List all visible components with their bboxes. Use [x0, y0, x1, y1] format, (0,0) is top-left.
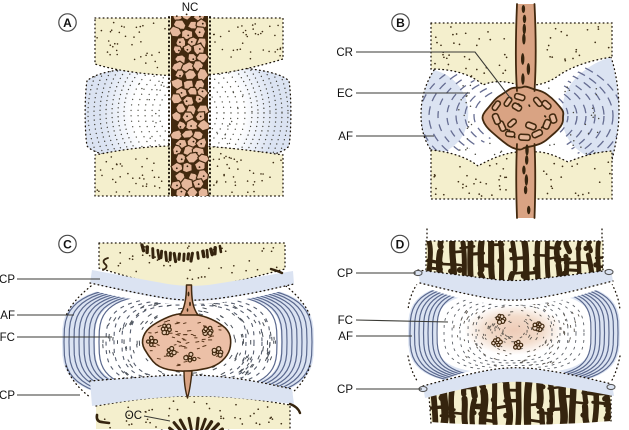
svg-text:OC: OC	[125, 410, 142, 422]
svg-text:CP: CP	[0, 390, 15, 402]
svg-text:CP: CP	[337, 268, 353, 280]
svg-text:B: B	[396, 16, 405, 30]
svg-text:CP: CP	[337, 384, 353, 396]
svg-text:AF: AF	[338, 131, 353, 143]
svg-text:C: C	[63, 237, 72, 251]
svg-text:AF: AF	[338, 331, 353, 343]
svg-text:FC: FC	[0, 332, 15, 344]
svg-text:A: A	[63, 16, 72, 30]
svg-text:CR: CR	[336, 47, 353, 59]
svg-text:AF: AF	[0, 310, 15, 322]
svg-text:EC: EC	[337, 88, 353, 100]
svg-text:CP: CP	[0, 274, 15, 286]
svg-text:NC: NC	[182, 2, 199, 14]
svg-text:D: D	[396, 237, 405, 251]
svg-text:FC: FC	[338, 315, 353, 327]
